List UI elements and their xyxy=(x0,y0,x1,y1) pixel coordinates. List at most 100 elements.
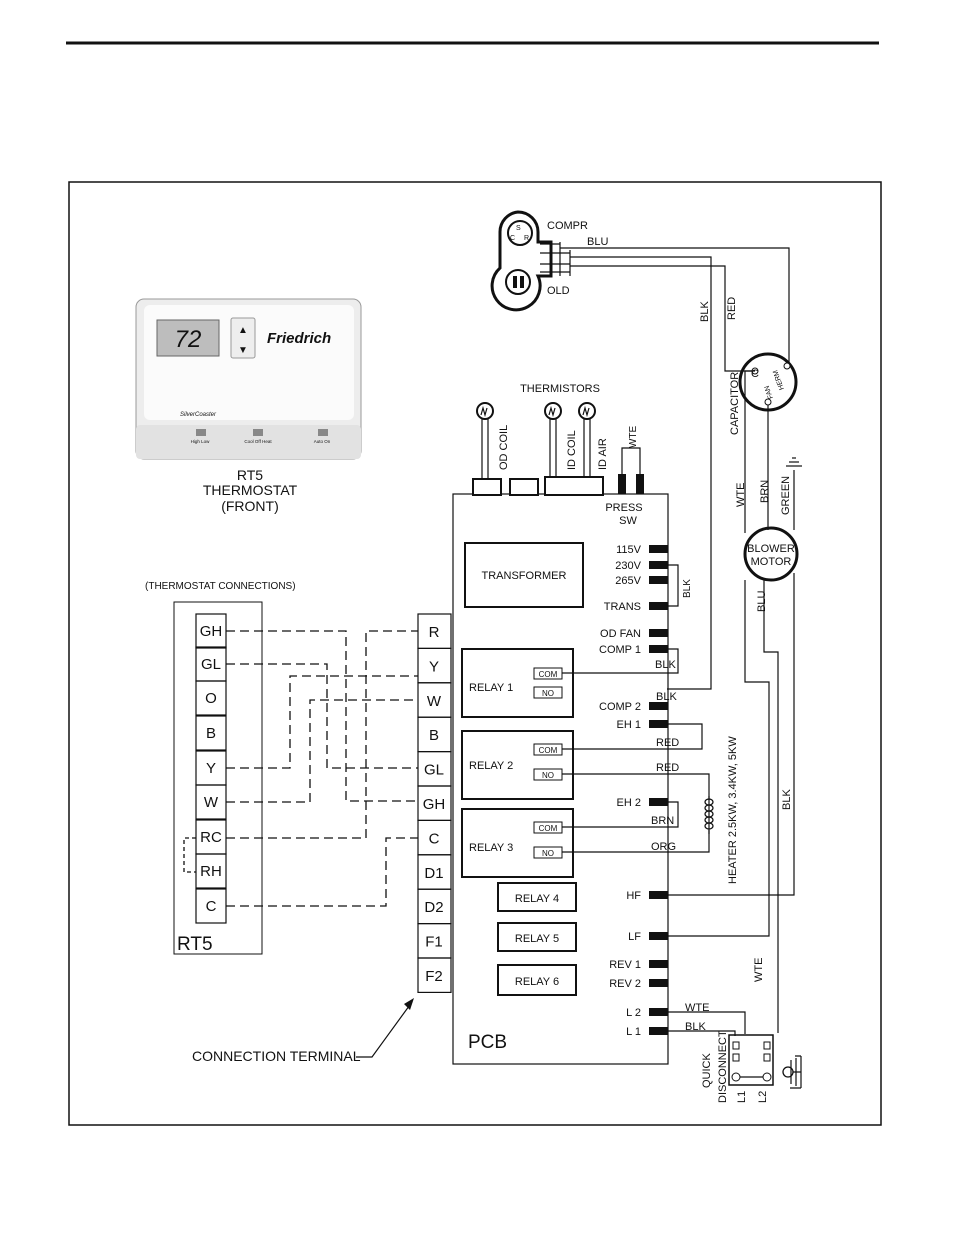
capacitor-label: CAPACITOR xyxy=(729,372,741,435)
relay-1: RELAY 1 COM NO xyxy=(461,648,574,718)
connection-terminal-label-10: F1 xyxy=(425,934,443,951)
blu-blower-wire xyxy=(763,580,779,1033)
mode-switch xyxy=(253,429,263,436)
pcb-pin xyxy=(649,576,668,584)
capacitor-c-label: C xyxy=(751,368,759,380)
rt5-terminal-label: W xyxy=(204,794,219,811)
pcb-pin-label: TRANS xyxy=(604,601,641,613)
connection-terminal-label-5: GL xyxy=(424,762,444,779)
fan-speed-switch-label: High Low xyxy=(191,439,211,444)
relay-3: RELAY 3 COM NO xyxy=(461,808,574,878)
heater-element xyxy=(704,796,714,834)
pcb-pin-label: EH 1 xyxy=(617,719,641,731)
connection-terminal-label-4: B xyxy=(429,727,439,744)
relay-6: RELAY 6 xyxy=(497,964,577,996)
mode-switch-label: Cool Off Heat xyxy=(244,439,272,444)
rt5-label: RT5 xyxy=(177,934,213,955)
thermostat-wiring xyxy=(226,630,418,907)
l2-wte-label: WTE xyxy=(685,1002,709,1014)
relay-1-label: RELAY 1 xyxy=(469,682,513,694)
press-sw-pin-1 xyxy=(618,474,626,494)
thermostat-caption-3: (FRONT) xyxy=(221,498,279,514)
down-arrow-icon: ▼ xyxy=(238,345,248,356)
quick-disconnect-label-1: QUICK xyxy=(701,1053,713,1089)
relay-3-label: RELAY 3 xyxy=(469,842,513,854)
l1-blk-label: BLK xyxy=(685,1021,706,1033)
pcb-pin xyxy=(649,561,668,569)
eh1-red-label: RED xyxy=(656,737,679,749)
relay-2-label: RELAY 2 xyxy=(469,760,513,772)
blower-motor xyxy=(743,526,799,582)
pcb-pin-label: REV 1 xyxy=(609,959,641,971)
up-arrow-icon: ▲ xyxy=(238,325,248,336)
rc-rh-jumper xyxy=(183,837,196,873)
connection-terminal-label-9: D2 xyxy=(424,899,443,916)
heater-label: HEATER 2.5KW, 3.4KW, 5KW xyxy=(727,736,739,884)
blu-blower-label: BLU xyxy=(756,591,768,612)
rt5-terminal-label: Y xyxy=(206,760,216,777)
thermostat-photo: 72 ▲ ▼ Friedrich SilverCoaster High Low … xyxy=(135,298,362,460)
relay-4-label: RELAY 4 xyxy=(515,893,559,905)
connection-terminal-label-8: D1 xyxy=(424,865,443,882)
connection-terminal-label-11: F2 xyxy=(425,968,443,985)
thermostat-caption-2: THERMOSTAT xyxy=(203,482,298,498)
pcb-pin xyxy=(649,1008,668,1016)
relay-2-com: COM xyxy=(539,746,558,755)
rt5-terminal-label: GL xyxy=(201,656,221,673)
od-coil-thermistor xyxy=(476,402,494,479)
press-sw-wte-label: WTE xyxy=(628,425,639,448)
pcb-pin xyxy=(649,891,668,899)
blk-comp-wire xyxy=(570,256,712,690)
rt5-terminal-label: B xyxy=(206,725,216,742)
voltage-select-wire xyxy=(667,564,679,607)
capacitor-herm-terminal xyxy=(783,362,791,370)
leader-arrow-icon xyxy=(404,998,414,1010)
wte-cap-label: WTE xyxy=(735,483,747,507)
rt5-terminal-box xyxy=(195,853,227,889)
comp2-blk-label: BLK xyxy=(656,691,677,703)
wte-cap-blower-wire xyxy=(744,370,755,533)
eh2-brn-label: BRN xyxy=(651,815,674,827)
fan-mode-switch-label: Auto On xyxy=(314,439,331,444)
thermostat-series: SilverCoaster xyxy=(180,412,217,418)
relay-3-com: COM xyxy=(539,824,558,833)
id-thermistor-connector xyxy=(544,476,604,496)
relay-5: RELAY 5 xyxy=(497,922,577,952)
pcb-pin-label: LF xyxy=(628,931,641,943)
blk-hf-label: BLK xyxy=(781,789,793,810)
pcb-pin-label: REV 2 xyxy=(609,978,641,990)
wte-supply-label: WTE xyxy=(753,958,765,982)
quick-disconnect-label-2: DISCONNECT xyxy=(717,1030,729,1103)
wte-lf-wire xyxy=(667,580,770,937)
heater-top-wire xyxy=(562,773,710,800)
connection-terminal-box xyxy=(417,957,452,994)
eh1-relay2-wire xyxy=(562,723,703,750)
pcb-pin-label: 265V xyxy=(615,575,641,587)
eh2-relay3-wire xyxy=(562,801,679,828)
relay-2: RELAY 2 COM NO xyxy=(461,730,574,800)
blower-motor-label-1: BLOWER xyxy=(747,543,795,555)
heater-top-red-label: RED xyxy=(656,762,679,774)
compressor-label: COMPR xyxy=(547,220,588,232)
rt5-block xyxy=(173,601,263,955)
pcb-pin xyxy=(649,720,668,728)
press-sw-wire xyxy=(621,447,641,474)
pcb-pin xyxy=(649,960,668,968)
transformer-label: TRANSFORMER xyxy=(482,570,567,582)
pcb-pin xyxy=(649,979,668,987)
connection-terminal-label-3: W xyxy=(427,693,442,710)
connection-terminal-label-7: C xyxy=(429,830,440,847)
compressor-terminal-c: C xyxy=(510,235,515,242)
rt5-terminal-box xyxy=(195,680,227,716)
thermostat-display xyxy=(156,319,220,357)
rt5-terminal-label: GH xyxy=(200,623,223,640)
id-air-label: ID AIR xyxy=(597,438,609,470)
fan-speed-switch xyxy=(196,429,206,436)
quick-disconnect-l2: L2 xyxy=(757,1091,769,1103)
quick-disconnect-l1: L1 xyxy=(736,1091,748,1103)
heater-bottom-wire xyxy=(562,830,710,853)
comp1-blk-label: BLK xyxy=(655,659,676,671)
